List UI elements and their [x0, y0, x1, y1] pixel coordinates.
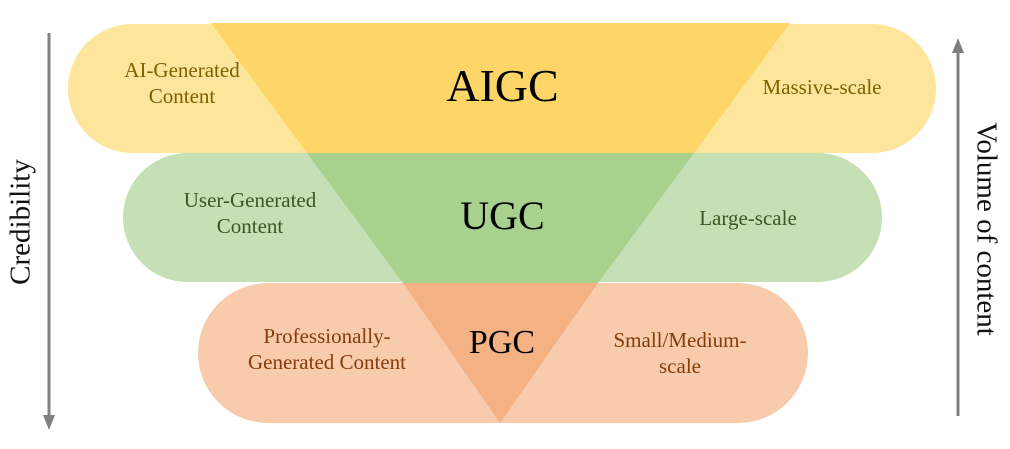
aigc-full-name: AI-Generated Content [82, 57, 282, 110]
ugc-full-name: User-Generated Content [150, 187, 350, 240]
pgc-triangle-band [403, 283, 598, 423]
arrow-up-icon [952, 38, 964, 416]
ugc-triangle-band [307, 153, 694, 283]
ugc-scale-line1: Large-scale [699, 206, 797, 230]
pgc-scale: Small/Medium- scale [590, 327, 770, 380]
ugc-abbr: UGC [460, 193, 545, 238]
pgc-abbr: PGC [468, 324, 536, 361]
aigc-scale: Massive-scale [737, 74, 907, 100]
aigc-abbr: AIGC [446, 60, 559, 111]
pgc-full-name: Professionally- Generated Content [222, 323, 432, 376]
aigc-triangle-band [211, 23, 790, 153]
ugc-scale: Large-scale [668, 205, 828, 231]
pgc-scale-line2: scale [659, 354, 701, 379]
aigc-scale-line1: Massive-scale [762, 75, 882, 99]
ugc-full-name-line1: User-Generated [183, 188, 317, 212]
pgc-full-name-line1: Professionally- [263, 324, 391, 348]
aigc-full-name-line1: AI-Generated [124, 58, 240, 82]
pgc-full-name-line2: Generated Content [247, 350, 407, 375]
volume-axis-label: Volume of content [970, 122, 1003, 336]
pgc-scale-line1: Small/Medium- [613, 328, 747, 352]
credibility-axis-label: Credibility [4, 159, 37, 285]
ugc-full-name-line2: Content [216, 214, 284, 239]
aigc-full-name-line2: Content [148, 84, 216, 109]
arrow-down-icon [43, 33, 55, 430]
